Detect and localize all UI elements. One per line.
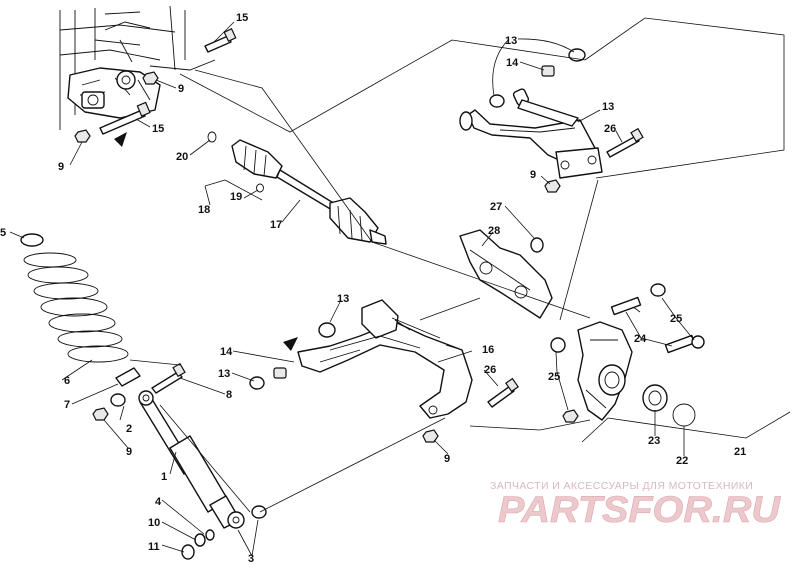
- watermark: ЗАПЧАСТИ И АКСЕССУАРЫ ДЛЯ МОТОТЕХНИКИ PA…: [490, 480, 782, 530]
- bushing-2: [110, 393, 126, 407]
- drive-shaft-17: [231, 139, 387, 245]
- callout-28: 28: [488, 225, 500, 237]
- callout-18: 18: [198, 204, 210, 216]
- callout-10: 10: [148, 517, 160, 529]
- callout-19: 19: [230, 191, 242, 203]
- callout-9-engine-lower: 9: [58, 161, 64, 173]
- washer-11: [181, 544, 195, 560]
- snap-ring-20: [207, 131, 217, 143]
- ring-19: [256, 183, 264, 193]
- callout-21: 21: [734, 446, 746, 458]
- callout-9-engine-upper: 9: [178, 83, 184, 95]
- callout-14-upper: 14: [506, 57, 519, 69]
- bushing-27: [530, 237, 544, 253]
- callout-17: 17: [270, 219, 282, 231]
- spring-seat-7: [115, 367, 141, 387]
- watermark-logo-text: PARTSFOR.RU: [498, 489, 781, 530]
- guard-plate-28: [459, 229, 553, 319]
- upper-a-arm-12: [459, 88, 603, 179]
- assembly-bracket-21: [581, 411, 791, 443]
- washer-10: [194, 533, 206, 547]
- callout-2: 2: [126, 423, 132, 435]
- bolt-15-top: [204, 27, 237, 53]
- callout-8: 8: [226, 389, 232, 401]
- pin-24-upper: [610, 296, 642, 316]
- shock-absorber-1: [138, 390, 245, 529]
- nut-9-knuckle: [562, 409, 579, 423]
- callout-3: 3: [248, 553, 254, 565]
- nut-9-lower-arm: [422, 429, 439, 443]
- callout-6: 6: [64, 375, 70, 387]
- callout-1: 1: [161, 471, 167, 483]
- callout-13-lower-left: 13: [218, 368, 230, 380]
- bushing-25-upper: [650, 283, 666, 297]
- bushing-13-lower-left: [249, 376, 265, 390]
- callout-12: 13: [602, 101, 614, 113]
- bushing-25-lower: [691, 335, 705, 349]
- callout-26-lower: 26: [484, 364, 496, 376]
- callout-9-upper-arm: 9: [530, 169, 536, 181]
- bushing-25-knuckle: [550, 337, 566, 353]
- lower-a-arm-16: [297, 299, 473, 419]
- callout-15-top: 15: [236, 12, 248, 24]
- callout-4: 4: [155, 496, 162, 508]
- callout-14-lower: 14: [220, 346, 233, 358]
- callout-13-lower-top: 13: [337, 293, 349, 305]
- assembly-lines: [129, 17, 785, 513]
- bushing-3: [251, 505, 267, 519]
- sleeve-14-upper: [541, 65, 555, 77]
- reference-arrow-upper: [114, 132, 127, 147]
- callout-16: 16: [482, 344, 494, 356]
- callout-15-lower: 15: [152, 123, 164, 135]
- bolt-26-upper: [606, 127, 644, 158]
- bushing-13-lower-top: [318, 322, 336, 338]
- spring-retainer-5: [20, 233, 44, 247]
- callout-7: 7: [64, 399, 70, 411]
- kit-bracket-18: [204, 179, 263, 206]
- pin-24-lower: [664, 334, 696, 354]
- nut-9-engine-lower: [74, 129, 91, 143]
- snap-ring-22: [672, 403, 696, 427]
- spindle-knuckle-21: [577, 305, 641, 421]
- bearing-23: [642, 384, 668, 412]
- callout-9-shock: 9: [126, 446, 132, 458]
- callout-24: 24: [634, 333, 647, 345]
- nut-9-shock: [92, 407, 109, 421]
- callout-26-upper: 26: [604, 123, 616, 135]
- callout-27: 27: [490, 201, 502, 213]
- nut-9-engine-upper: [142, 71, 159, 85]
- bushing-13-upper-left: [489, 94, 505, 108]
- callout-22: 22: [676, 455, 688, 467]
- leader-lines: [9, 21, 695, 557]
- callout-11: 11: [148, 541, 160, 553]
- coil-spring-6: [23, 252, 129, 363]
- bushing-4: [205, 529, 215, 541]
- sleeve-14-lower: [273, 367, 287, 379]
- callout-25-right: 25: [670, 313, 682, 325]
- callout-13-upper: 13: [505, 35, 517, 47]
- watermark-subtitle: ЗАПЧАСТИ И АКСЕССУАРЫ ДЛЯ МОТОТЕХНИКИ: [490, 480, 753, 492]
- bolt-26-lower: [487, 377, 519, 408]
- callout-5: 5: [0, 227, 6, 239]
- reference-arrow-lower: [283, 337, 298, 351]
- callout-20: 20: [176, 151, 188, 163]
- bolt-8: [151, 362, 186, 394]
- callout-25-left: 25: [548, 371, 560, 383]
- bolt-15-lower: [99, 101, 151, 135]
- callout-9-lower-arm: 9: [444, 453, 450, 465]
- callout-23: 23: [648, 435, 660, 447]
- callout-labels: 15 15 9 9 20 19 18 17 13 14 13 26 9 27 2…: [0, 12, 746, 565]
